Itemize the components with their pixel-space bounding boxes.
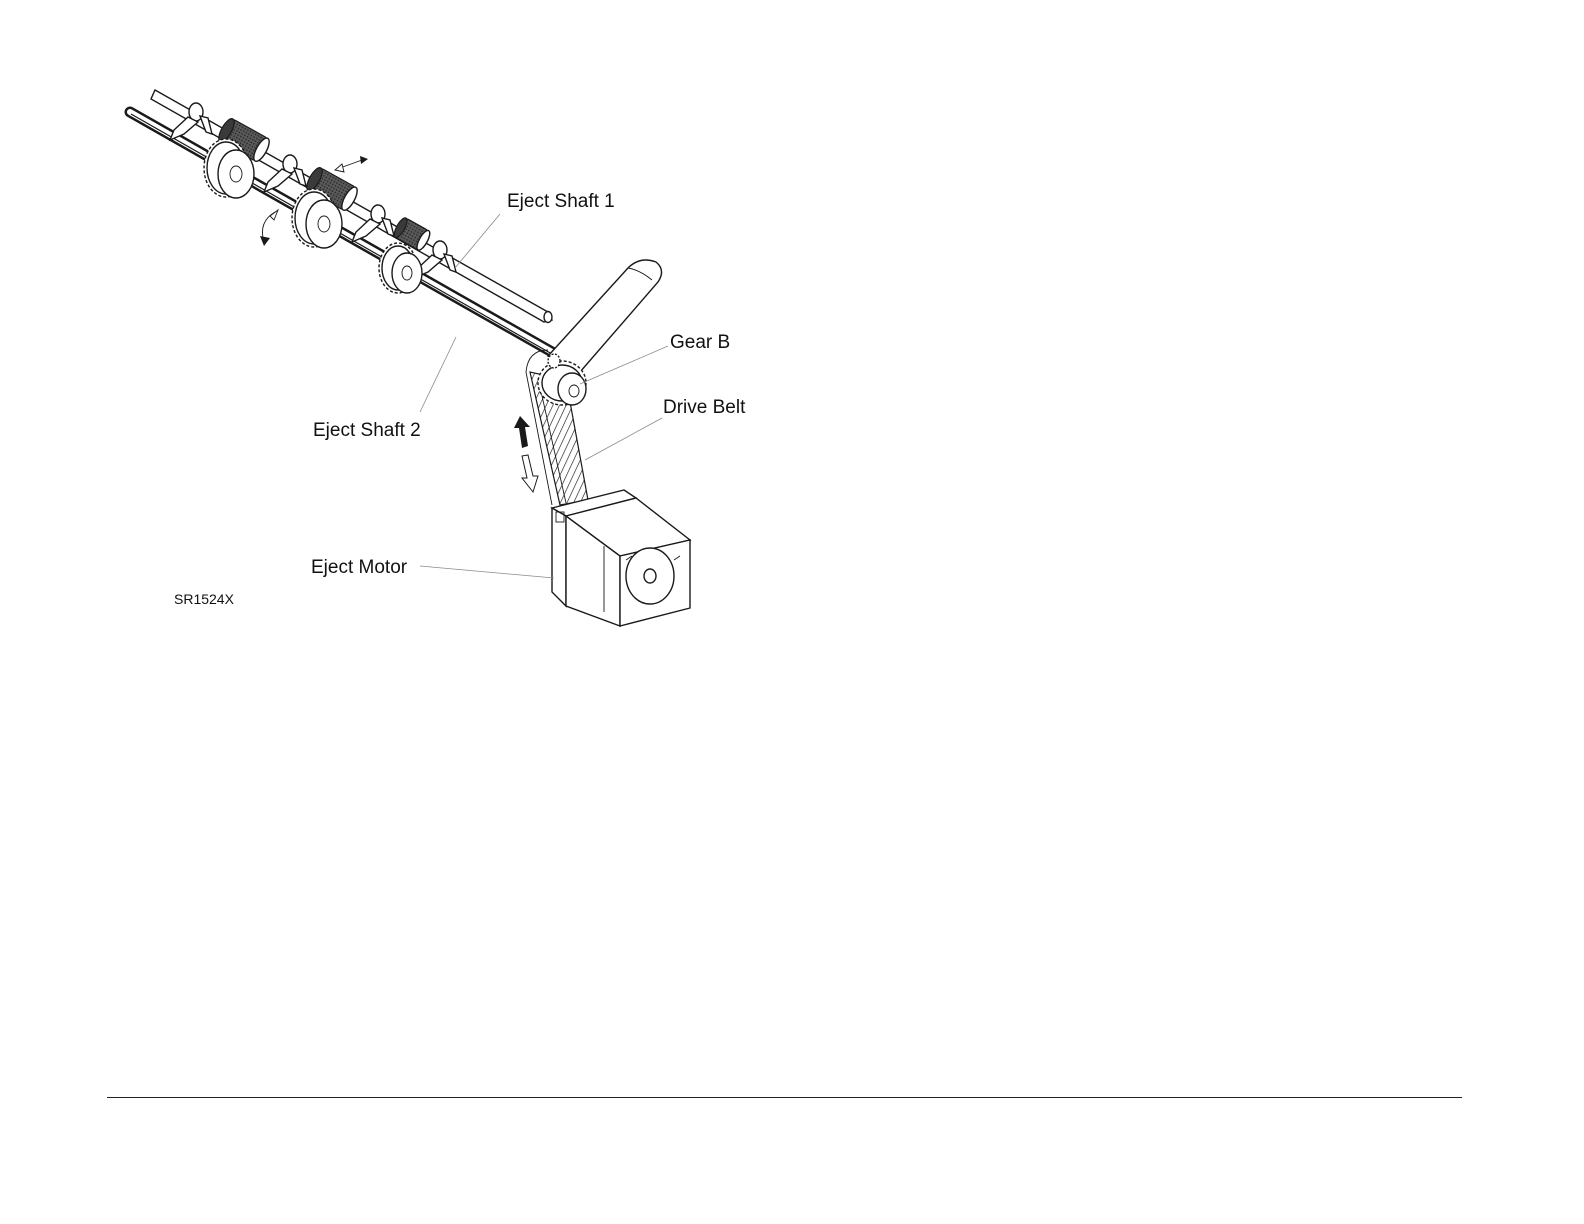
shaft-2-gears	[204, 139, 422, 293]
belt-direction-arrow-icon	[514, 416, 538, 492]
label-eject-shaft-1: Eject Shaft 1	[507, 191, 615, 212]
figure-code: SR1524X	[174, 591, 235, 607]
leader-eject-motor	[420, 566, 554, 578]
lever-arm	[548, 260, 662, 372]
leader-eject-shaft-2	[420, 337, 456, 412]
leader-drive-belt	[585, 418, 662, 460]
eject-shaft-1	[151, 90, 552, 323]
label-eject-motor: Eject Motor	[311, 557, 408, 578]
eject-motor	[552, 490, 690, 626]
axial-arrow-icon	[335, 156, 368, 172]
leader-eject-shaft-1	[455, 214, 500, 268]
label-drive-belt: Drive Belt	[663, 397, 746, 418]
rotation-arrow-icon	[260, 210, 278, 246]
label-eject-shaft-2: Eject Shaft 2	[313, 420, 421, 441]
label-gear-b: Gear B	[670, 332, 730, 353]
footer-rule	[107, 1097, 1462, 1098]
